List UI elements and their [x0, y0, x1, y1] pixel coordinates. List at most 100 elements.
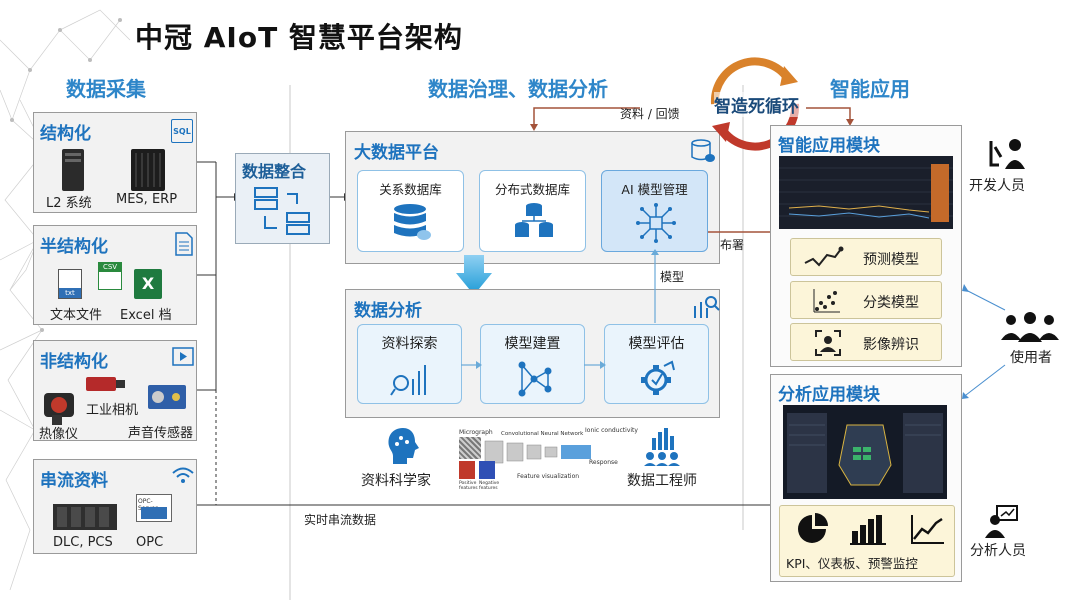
- text-file-label: 文本文件: [50, 308, 103, 323]
- down-flow-arrow: [456, 255, 492, 295]
- server-tower-icon: [62, 149, 84, 191]
- distributed-db-icon: [515, 203, 553, 237]
- image-recognition-card: 影像辨识: [790, 323, 942, 361]
- industrial-camera-icon: [86, 377, 125, 391]
- ml-figure: Micrograph Convolutional Neural Network …: [459, 427, 639, 497]
- txt-file-icon: txt: [58, 269, 82, 299]
- database-icon: [394, 204, 431, 240]
- streaming-title: 串流资料: [40, 471, 108, 491]
- structured-title: 结构化: [40, 124, 91, 144]
- prediction-model-label: 预测模型: [863, 252, 919, 268]
- users-icon: [1001, 312, 1059, 342]
- section-governance: 数据治理、数据分析: [428, 77, 608, 101]
- data-scientist-label: 资料科学家: [361, 473, 431, 489]
- data-scientist-icon: [388, 428, 419, 464]
- plc-device-icon: [53, 504, 117, 530]
- positive-features-label: Positive features: [459, 481, 478, 491]
- classification-model-label: 分类模型: [863, 295, 919, 311]
- dlc-pcs-label: DLC, PCS: [53, 535, 113, 550]
- streaming-data-box: 串流资料 OPC-Server DLC, PCS OPC: [33, 459, 197, 554]
- deploy-label: 布署: [720, 238, 745, 252]
- model-building-tile: 模型建置: [480, 324, 585, 404]
- distributed-db-tile: 分布式数据库: [479, 170, 586, 252]
- integration-title: 数据整合: [242, 162, 307, 181]
- csv-file-tag: CSV: [99, 263, 121, 272]
- model-building-label: 模型建置: [504, 336, 561, 352]
- model-evaluation-tile: 模型评估: [604, 324, 709, 404]
- image-recognition-label: 影像辨识: [863, 337, 919, 353]
- kpi-dashboard-label: KPI、仪表板、预警监控: [786, 556, 918, 571]
- data-exploration-tile: 资料探索: [357, 324, 462, 404]
- opc-label: OPC: [136, 535, 164, 550]
- ionic-label: Ionic conductivity: [585, 427, 638, 434]
- semi-structured-title: 半结构化: [40, 237, 108, 257]
- feature-visualization-label: Feature visualization: [517, 473, 580, 480]
- unstructured-data-box: 非结构化 工业相机 热像仪 声音传感器: [33, 340, 197, 442]
- mes-erp-label: MES, ERP: [116, 192, 178, 207]
- thermal-camera-icon: [44, 393, 74, 425]
- realtime-stream-label: 实时串流数据: [304, 513, 377, 527]
- analysis-title: 数据分析: [354, 301, 422, 321]
- integration-icon: [254, 187, 310, 235]
- negative-features-image: [479, 461, 495, 479]
- industrial-camera-label: 工业相机: [86, 403, 139, 418]
- server-rack-icon: [131, 149, 165, 191]
- loop-label: 智造死循环: [714, 92, 799, 117]
- thermal-camera-label: 热像仪: [39, 427, 79, 442]
- distributed-db-label: 分布式数据库: [494, 182, 570, 197]
- model-building-icon: [518, 361, 552, 397]
- analysis-app-module: 分析应用模块 KPI、仪表板、预警监控: [770, 374, 962, 582]
- ai-network-icon: [636, 203, 676, 243]
- txt-file-tag: txt: [59, 288, 81, 298]
- dashboard-screenshot: [779, 156, 953, 229]
- excel-icon: X: [134, 269, 162, 299]
- developer-label: 开发人员: [969, 178, 1025, 194]
- structured-data-box: 结构化 SQL L2 系统 MES, ERP: [33, 112, 197, 213]
- analyst-label: 分析人员: [970, 543, 1026, 559]
- model-evaluation-label: 模型评估: [628, 336, 685, 352]
- face-scan-icon: [815, 330, 841, 356]
- bar-chart-icon: [850, 515, 886, 545]
- relational-db-label: 关系数据库: [379, 182, 442, 197]
- prediction-model-card: 预测模型: [790, 238, 942, 276]
- response-label: Response: [589, 459, 618, 466]
- user-label: 使用者: [1010, 350, 1052, 366]
- scatter-icon: [813, 289, 840, 313]
- analytics-icon: [694, 296, 720, 318]
- semi-structured-data-box: 半结构化 txt CSV X 文本文件 Excel 档: [33, 225, 197, 325]
- monitoring-screenshot: [783, 405, 947, 499]
- micrograph-image: [459, 437, 481, 459]
- pie-chart-icon: [798, 513, 828, 543]
- integration-box: 数据整合: [235, 153, 330, 244]
- classification-model-card: 分类模型: [790, 281, 942, 319]
- sound-sensor-icon: [148, 385, 186, 409]
- positive-features-image: [459, 461, 475, 479]
- loop-circle-icon: [710, 57, 800, 151]
- model-evaluation-icon: [641, 360, 675, 395]
- developer-icon: [989, 139, 1025, 169]
- data-engineer-label: 数据工程师: [627, 473, 697, 489]
- video-file-icon: [172, 347, 194, 366]
- feedback-label: 资料 / 回馈: [620, 107, 680, 121]
- sql-icon: SQL: [171, 119, 193, 143]
- micrograph-label: Micrograph: [459, 429, 493, 436]
- negative-features-label: Negative features: [479, 481, 500, 491]
- csv-file-icon: CSV: [98, 262, 122, 290]
- l2-system-label: L2 系统: [46, 196, 92, 211]
- ai-model-management-label: AI 模型管理: [621, 182, 688, 197]
- analyst-icon: [985, 505, 1018, 538]
- line-chart-icon: [911, 515, 944, 544]
- document-icon: [175, 232, 193, 256]
- excel-file-label: Excel 档: [120, 308, 172, 323]
- data-exploration-label: 资料探索: [381, 336, 438, 352]
- opc-server-icon: OPC-Server: [136, 494, 172, 522]
- relational-db-tile: 关系数据库: [357, 170, 464, 252]
- prediction-trend-icon: [804, 246, 844, 267]
- analysis-module-title: 分析应用模块: [778, 385, 880, 405]
- wifi-icon: [172, 467, 194, 483]
- section-collection: 数据采集: [66, 77, 146, 101]
